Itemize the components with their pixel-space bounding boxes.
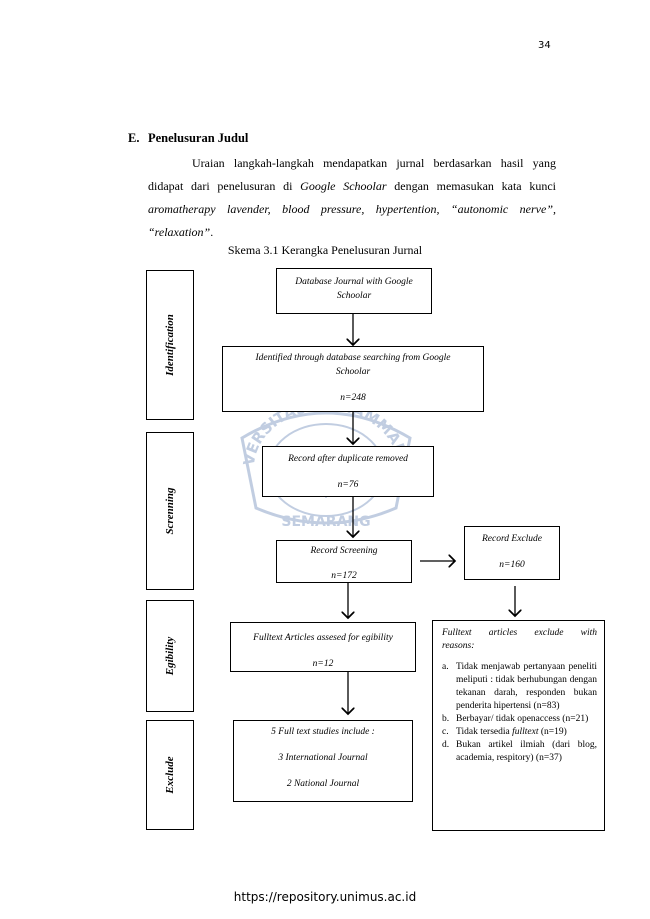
box-database: Database Journal with Google Schoolar	[276, 268, 432, 314]
phase-identification-label: Identification	[164, 314, 176, 376]
figure-caption: Skema 3.1 Kerangka Penelusuran Jurnal	[227, 243, 423, 257]
box-identified-line1: Identified through database searching fr…	[255, 353, 451, 363]
box-database-line1: Database Journal with Google	[295, 277, 413, 287]
reason-marker: a.	[442, 662, 449, 672]
box-included-line3: 2 National Journal	[286, 779, 360, 789]
footer-url[interactable]: https://repository.unimus.ac.id	[233, 890, 417, 904]
phase-screening-label: Screnning	[164, 487, 176, 535]
box-included: 5 Full text studies include : 3 Internat…	[233, 720, 413, 802]
reason-item: c. Tidak tersedia fulltext (n=19)	[442, 726, 597, 739]
box-exclude-count: n=160	[499, 560, 525, 570]
phase-eligibility-label: Egibility	[164, 636, 176, 676]
box-screening: Record Screening n=172	[276, 540, 412, 583]
box-duplicate-line1: Record after duplicate removed	[288, 454, 408, 464]
box-exclude-line1: Record Exclude	[481, 534, 543, 544]
box-included-line1: 5 Full text studies include :	[271, 727, 375, 737]
paragraph-text-2: dengan memasukan kata kunci	[386, 179, 557, 193]
box-exclude: Record Exclude n=160	[464, 526, 560, 580]
box-exclusion-reasons: Fulltext articles exclude with reasons: …	[432, 620, 605, 831]
page-number: 34	[538, 40, 551, 51]
phase-eligibility: Egibility	[146, 600, 194, 712]
box-screening-count: n=172	[331, 571, 357, 581]
box-identified: Identified through database searching fr…	[222, 346, 484, 412]
reason-marker: d.	[442, 740, 450, 750]
paragraph-end: .	[210, 225, 214, 239]
reason-marker: c.	[442, 727, 449, 737]
reason-text-em: fulltext	[512, 727, 539, 737]
svg-text:SEMARANG: SEMARANG	[281, 514, 370, 530]
paragraph-text-1: Uraian langkah-langkah mendapatkan jurna…	[148, 156, 556, 193]
reason-text: Bukan artikel ilmiah (dari blog, academi…	[456, 740, 597, 763]
reason-item: a. Tidak menjawab pertanyaan peneliti mel…	[442, 661, 597, 713]
box-fulltext-count: n=12	[312, 659, 334, 669]
section-title: Penelusuran Judul	[148, 131, 249, 145]
reasons-list: a. Tidak menjawab pertanyaan peneliti mel…	[442, 661, 597, 765]
box-duplicate-count: n=76	[337, 480, 359, 490]
box-identified-count: n=248	[340, 393, 366, 403]
section-heading: E. Penelusuran Judul	[128, 131, 248, 146]
reason-text: Berbayar/ tidak openaccess (n=21)	[456, 714, 589, 724]
reasons-header-line1: Fulltext articles exclude with	[442, 628, 597, 638]
reason-text: Tidak menjawab pertanyaan peneliti melip…	[456, 662, 597, 711]
phase-identification: Identification	[146, 270, 194, 420]
box-identified-line2: Schoolar	[335, 367, 371, 377]
box-database-line2: Schoolar	[336, 291, 372, 301]
paragraph-keywords: aromatherapy lavender, blood pressure, h…	[148, 202, 556, 239]
reason-text-pre: Tidak tersedia	[456, 727, 513, 737]
section-marker: E.	[128, 131, 140, 145]
box-duplicate: Record after duplicate removed n=76	[262, 446, 434, 497]
reason-marker: b.	[442, 714, 450, 724]
phase-screening: Screnning	[146, 432, 194, 590]
box-screening-line1: Record Screening	[310, 546, 378, 556]
intro-paragraph: Uraian langkah-langkah mendapatkan jurna…	[148, 152, 556, 244]
box-fulltext: Fulltext Articles assesed for egibility …	[230, 622, 416, 672]
box-fulltext-line1: Fulltext Articles assesed for egibility	[253, 633, 393, 643]
phase-exclude: Exclude	[146, 720, 194, 830]
reason-item: d. Bukan artikel ilmiah (dari blog, acade…	[442, 739, 597, 765]
reason-text-post: (n=19)	[538, 727, 567, 737]
paragraph-source: Google Schoolar	[300, 179, 387, 193]
phase-exclude-label: Exclude	[164, 756, 176, 794]
reason-item: b. Berbayar/ tidak openaccess (n=21)	[442, 713, 597, 726]
reason-text: Tidak tersedia fulltext (n=19)	[456, 726, 597, 739]
box-included-line2: 3 International Journal	[278, 753, 368, 763]
reasons-header-line2: reasons:	[442, 641, 475, 651]
